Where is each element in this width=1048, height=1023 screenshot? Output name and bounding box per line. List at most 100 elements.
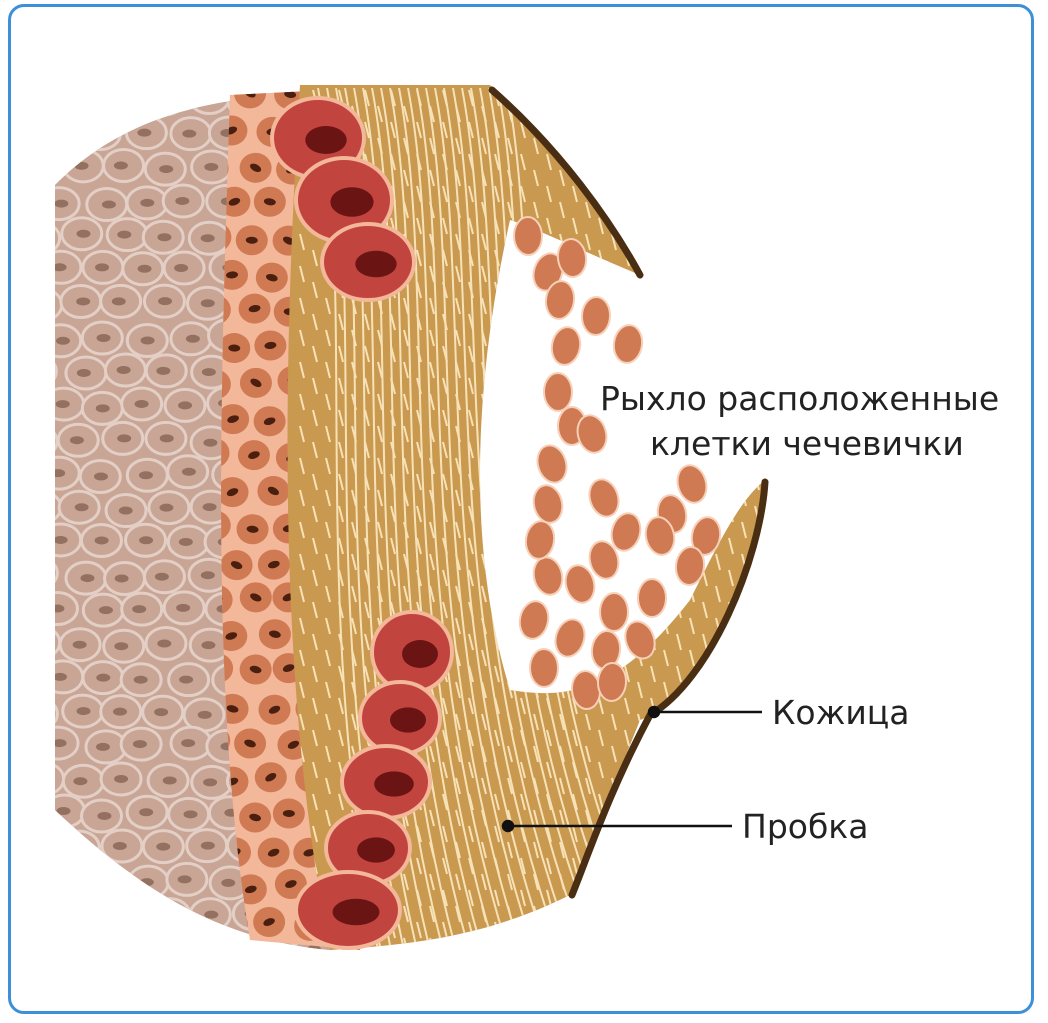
cork-wall bbox=[703, 186, 707, 202]
cork-wall bbox=[690, 714, 694, 730]
cork-wall bbox=[560, 106, 564, 122]
cork-wall bbox=[508, 298, 512, 314]
cork-wall bbox=[651, 762, 655, 778]
inner-nucleus bbox=[73, 641, 87, 649]
cork-wall bbox=[482, 522, 486, 538]
cork-wall bbox=[729, 634, 733, 650]
inner-nucleus bbox=[54, 130, 68, 138]
cork-wall bbox=[638, 554, 642, 570]
inner-cell bbox=[16, 355, 56, 387]
inner-cell bbox=[150, 899, 190, 931]
cork-wall bbox=[768, 778, 772, 794]
inner-cell bbox=[20, 84, 60, 116]
loose-cell bbox=[611, 323, 644, 365]
cork-wall bbox=[599, 346, 603, 362]
cork-wall bbox=[521, 954, 525, 970]
cork-wall bbox=[729, 730, 733, 746]
cork-wall bbox=[508, 362, 512, 378]
cork-wall bbox=[716, 202, 720, 218]
cork-wall bbox=[573, 122, 577, 138]
cork-wall bbox=[664, 810, 668, 826]
cork-wall bbox=[508, 938, 512, 954]
cork-wall bbox=[716, 938, 720, 954]
cork-wall bbox=[690, 234, 694, 250]
inner-nucleus bbox=[203, 778, 217, 786]
inner-nucleus bbox=[115, 574, 129, 582]
cork-wall bbox=[638, 746, 642, 762]
cork-wall bbox=[612, 170, 616, 186]
cork-wall bbox=[729, 506, 733, 522]
cork-wall bbox=[664, 714, 668, 730]
cork-wall bbox=[703, 922, 707, 938]
inner-nucleus bbox=[132, 605, 146, 613]
cork-wall bbox=[729, 186, 733, 202]
cork-wall bbox=[612, 938, 616, 954]
cork-wall bbox=[781, 602, 785, 618]
inner-cell bbox=[44, 869, 84, 901]
cork-wall bbox=[664, 298, 668, 314]
cork-wall bbox=[781, 186, 785, 202]
inner-nucleus bbox=[77, 707, 91, 715]
cork-wall bbox=[508, 426, 512, 442]
cork-wall bbox=[755, 634, 759, 650]
cork-wall bbox=[690, 746, 694, 762]
cork-wall bbox=[755, 890, 759, 906]
cork-wall bbox=[755, 122, 759, 138]
inner-cell bbox=[20, 222, 60, 254]
cork-wall bbox=[742, 362, 746, 378]
cork-wall bbox=[638, 458, 642, 474]
cork-wall bbox=[677, 890, 681, 906]
cork-wall bbox=[690, 266, 694, 282]
cork-wall bbox=[677, 122, 681, 138]
cork-wall bbox=[443, 954, 447, 970]
cork-wall bbox=[573, 506, 577, 522]
cork-wall bbox=[755, 218, 759, 234]
cork-wall bbox=[781, 922, 785, 938]
cork-wall bbox=[651, 826, 655, 842]
inner-nucleus bbox=[178, 401, 192, 409]
inner-cell bbox=[145, 83, 185, 115]
cork-wall bbox=[651, 794, 655, 810]
cork-wall bbox=[664, 234, 668, 250]
red-nucleus bbox=[374, 771, 414, 796]
inner-nucleus bbox=[53, 739, 67, 747]
cork-wall bbox=[651, 346, 655, 362]
cork-wall bbox=[677, 90, 681, 106]
loose-cell bbox=[516, 599, 551, 642]
cork-wall bbox=[638, 234, 642, 250]
red-nucleus bbox=[357, 837, 395, 862]
inner-nucleus bbox=[31, 96, 45, 104]
cork-wall bbox=[755, 186, 759, 202]
cork-wall bbox=[612, 426, 616, 442]
cork-wall bbox=[508, 266, 512, 282]
cork-wall bbox=[677, 730, 681, 746]
inner-cell bbox=[17, 557, 57, 589]
cork-wall bbox=[521, 922, 525, 938]
cork-wall bbox=[742, 906, 746, 922]
cork-wall bbox=[612, 458, 616, 474]
cork-wall bbox=[781, 154, 785, 170]
cork-wall bbox=[521, 666, 525, 682]
cork-wall bbox=[651, 474, 655, 490]
cork-wall bbox=[599, 282, 603, 298]
cork-wall bbox=[508, 522, 512, 538]
cork-wall bbox=[664, 554, 668, 570]
inner-nucleus bbox=[154, 708, 168, 716]
inner-cell bbox=[21, 151, 61, 183]
cork-wall bbox=[586, 138, 590, 154]
cork-wall bbox=[560, 138, 564, 154]
inner-nucleus bbox=[117, 434, 131, 442]
inner-nucleus bbox=[91, 947, 105, 955]
cork-wall bbox=[612, 202, 616, 218]
inner-nucleus bbox=[117, 913, 131, 921]
cork-wall bbox=[625, 474, 629, 490]
inner-nucleus bbox=[54, 200, 68, 208]
loose-cell bbox=[523, 519, 556, 561]
inner-nucleus bbox=[307, 945, 321, 953]
cork-wall bbox=[677, 186, 681, 202]
cork-wall bbox=[716, 330, 720, 346]
cork-wall bbox=[547, 634, 551, 650]
cork-wall bbox=[781, 218, 785, 234]
inner-nucleus bbox=[74, 915, 88, 923]
cork-wall bbox=[677, 954, 681, 970]
